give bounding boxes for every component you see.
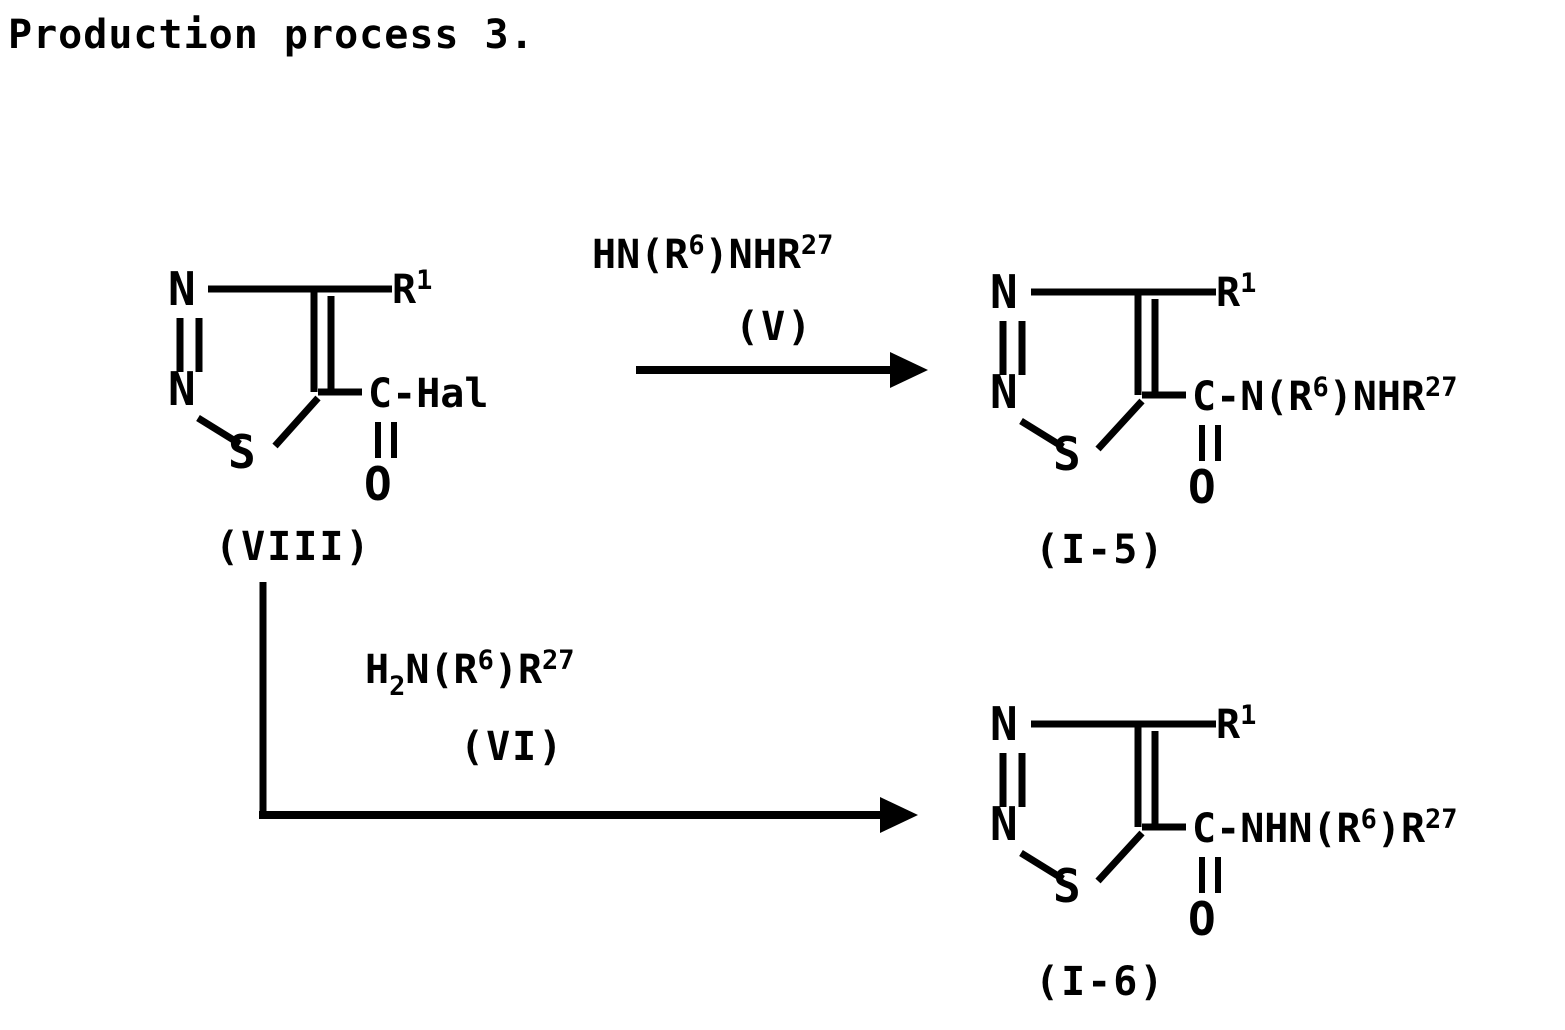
- carbonyl-oxygen-label: O: [364, 457, 392, 511]
- amide-group-i5: C-N(R6)NHR27: [1192, 372, 1458, 420]
- bond-s-c4: [1095, 398, 1145, 452]
- bond-s-c4: [272, 395, 321, 449]
- compound-id-i5: (I-5): [1035, 527, 1165, 573]
- acyl-group-hal: C-Hal: [368, 371, 488, 417]
- reagent-id-vi: (VI): [460, 724, 564, 770]
- carbonyl-oxygen-label: O: [1188, 892, 1216, 946]
- reaction-arrow-bottom-head-icon: [880, 797, 918, 833]
- substituent-r1: R1: [1216, 268, 1256, 316]
- ring-atom-n1-label: N: [990, 697, 1018, 751]
- ring-atom-n1-label: N: [990, 265, 1018, 319]
- ring-atom-n1-label: N: [168, 262, 196, 316]
- bond-n2-s: [1019, 418, 1065, 450]
- bond-s-c4: [1095, 830, 1145, 884]
- compound-id-viii: (VIII): [215, 524, 372, 570]
- substituent-r1: R1: [392, 265, 432, 313]
- compound-id-i6: (I-6): [1035, 959, 1165, 1005]
- reagent-id-v: (V): [735, 304, 813, 350]
- reagent-v-formula: HN(R6)NHR27: [592, 230, 833, 278]
- ring-atom-s-label: S: [228, 425, 256, 479]
- substituent-r1: R1: [1216, 700, 1256, 748]
- bond-n2-s: [196, 415, 242, 447]
- reagent-vi-formula: H2N(R6)R27: [365, 645, 575, 702]
- page-title: Production process 3.: [8, 12, 535, 58]
- reaction-2-amine: H2N(R6)R27 (VI): [259, 582, 918, 833]
- product-structure-i6: N N S R1 C-NHN(R6)R27 O (I-6): [990, 697, 1458, 1005]
- amide-group-i6: C-NHN(R6)R27: [1192, 804, 1458, 852]
- ring-atom-s-label: S: [1053, 859, 1081, 913]
- ring-atom-s-label: S: [1053, 427, 1081, 481]
- product-structure-i5: N N S R1 C-N(R6)NHR27 O (I-5): [990, 265, 1458, 573]
- bond-n2-s: [1019, 850, 1065, 882]
- carbonyl-oxygen-label: O: [1188, 460, 1216, 514]
- reaction-1-hydrazine: HN(R6)NHR27 (V): [592, 230, 928, 388]
- reactant-structure-viii: N N S R1 C-Hal O: [168, 262, 488, 570]
- reaction-arrow-top-head-icon: [890, 352, 928, 388]
